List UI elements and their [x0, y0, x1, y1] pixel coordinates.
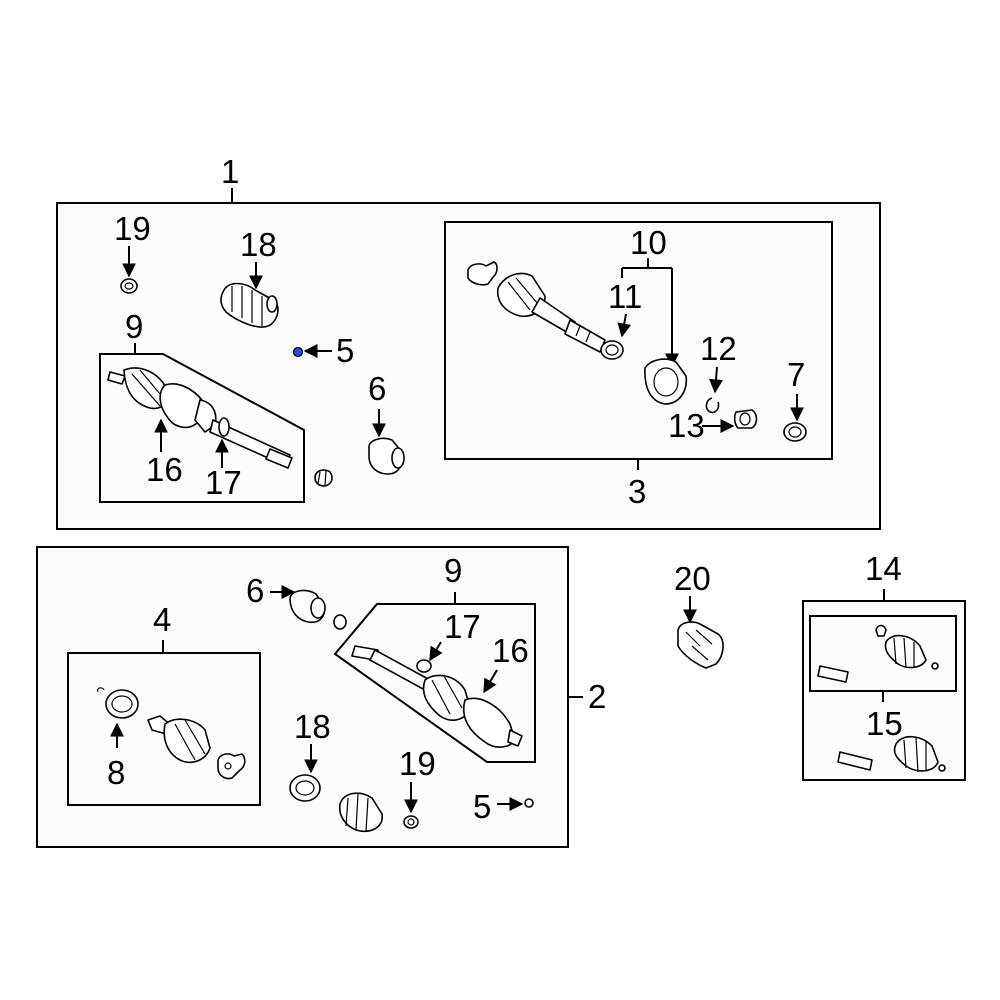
callout-13[interactable]: 13 [668, 407, 705, 444]
callout-19-top[interactable]: 19 [114, 210, 151, 247]
callout-5-top[interactable]: 5 [336, 332, 354, 369]
boot-18-top[interactable] [220, 282, 279, 328]
axle-shaft-top[interactable] [107, 367, 293, 469]
clamp-small-top[interactable] [314, 469, 333, 487]
callout-15[interactable]: 15 [866, 705, 903, 742]
callout-9-top[interactable]: 9 [125, 308, 143, 345]
group-2-assembly: 2 4 8 6 9 [36, 546, 606, 848]
boot-kit-10[interactable] [644, 358, 688, 405]
callout-6-bottom[interactable]: 6 [246, 572, 264, 609]
callout-12[interactable]: 12 [700, 330, 737, 367]
callout-19-bottom[interactable]: 19 [399, 745, 436, 782]
callout-16-top[interactable]: 16 [146, 451, 183, 488]
callout-3[interactable]: 3 [628, 473, 646, 510]
callout-17-top[interactable]: 17 [205, 464, 242, 501]
damper-6-top[interactable] [368, 437, 405, 475]
clip-4[interactable] [97, 687, 105, 693]
tripod-joint-4[interactable] [217, 753, 246, 780]
boot-kit-14[interactable] [817, 624, 939, 683]
boot-bottom[interactable] [338, 792, 383, 833]
callout-16-bottom[interactable]: 16 [492, 632, 529, 669]
callout-9-bottom[interactable]: 9 [444, 552, 462, 589]
callout-8[interactable]: 8 [107, 754, 125, 791]
callout-5-bottom[interactable]: 5 [473, 788, 491, 825]
callout-17-bottom[interactable]: 17 [444, 608, 481, 645]
callout-1[interactable]: 1 [221, 153, 239, 190]
boot-18-bottom-clamp[interactable] [289, 774, 321, 802]
seal-7[interactable] [783, 422, 807, 442]
callout-4[interactable]: 4 [153, 601, 171, 638]
clamp-small-bottom[interactable] [333, 614, 347, 630]
snap-ring-5-top[interactable] [292, 346, 304, 358]
part-20-bracket[interactable] [677, 621, 724, 669]
inner-race-8[interactable] [105, 689, 139, 719]
bearing-13[interactable] [733, 409, 758, 429]
damper-6-bottom[interactable] [289, 589, 326, 624]
boot-kit-15[interactable] [837, 735, 946, 773]
callout-18-bottom[interactable]: 18 [294, 708, 331, 745]
callout-2[interactable]: 2 [588, 678, 606, 715]
callout-10[interactable]: 10 [630, 224, 667, 261]
inboard-joint-assembly[interactable] [467, 261, 624, 360]
clamp-17-bottom[interactable] [416, 659, 432, 673]
snap-ring-12[interactable] [705, 397, 720, 414]
boot-clamp-19-bottom[interactable] [403, 815, 419, 829]
callout-20[interactable]: 20 [674, 560, 711, 597]
group-1-assembly: 1 9 16 17 19 [56, 153, 881, 530]
boot-clamp-19-top[interactable] [120, 278, 138, 294]
axle-shaft-bottom[interactable] [351, 645, 523, 748]
callout-14[interactable]: 14 [865, 550, 902, 587]
box-subgroup-3 [444, 221, 833, 460]
snap-ring-5-bottom[interactable] [524, 798, 534, 808]
group-14-kit: 14 15 [802, 550, 966, 781]
tripod-housing-4[interactable] [147, 715, 211, 764]
callout-7[interactable]: 7 [787, 356, 805, 393]
callout-11[interactable]: 11 [608, 278, 642, 315]
callout-18-top[interactable]: 18 [240, 226, 277, 263]
callout-6-top[interactable]: 6 [368, 370, 386, 407]
